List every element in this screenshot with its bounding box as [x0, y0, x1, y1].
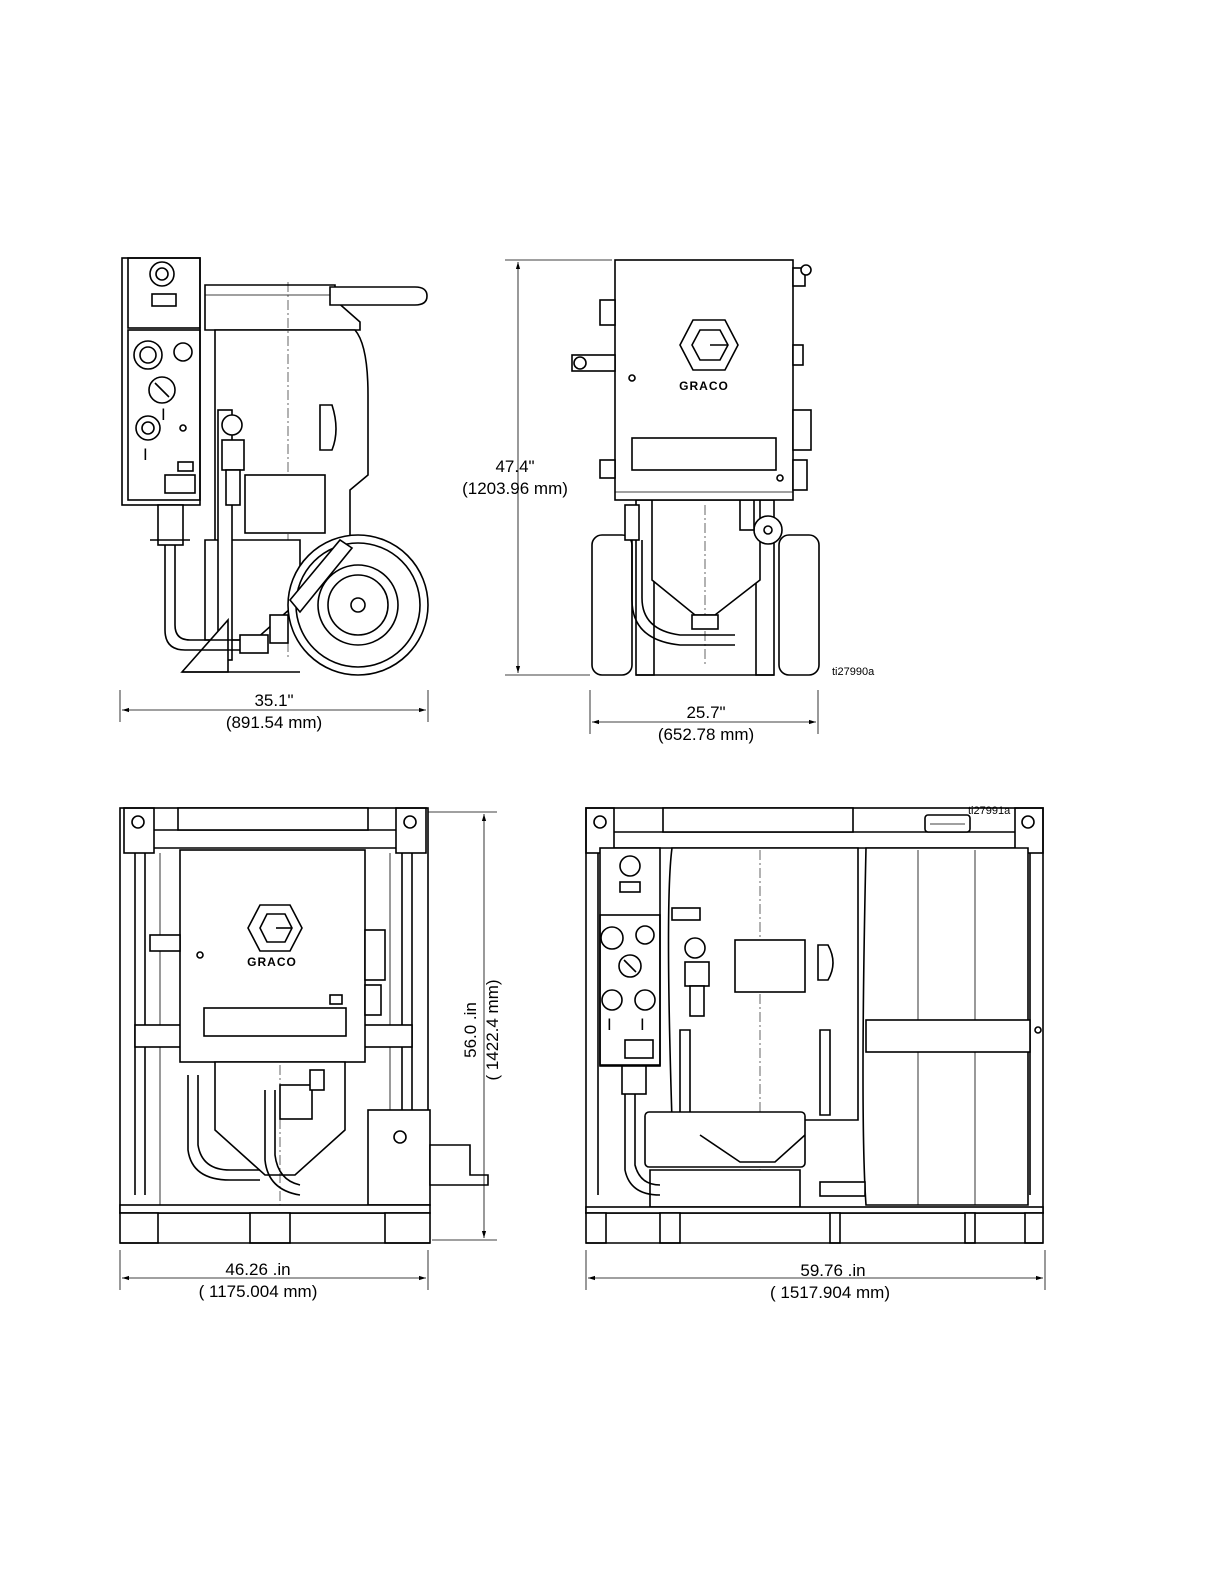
dim-width-in: 25.7" [686, 703, 725, 722]
skid-front-view: GRACO 46.26 .in ( 1175.004 mm) [120, 808, 502, 1301]
cart-side-view: I I 35.1" (891.54 mm) [120, 258, 428, 732]
panel-mark: I [607, 1015, 612, 1034]
logo-text: GRACO [247, 955, 297, 969]
figure-ref: ti27990a [832, 666, 875, 678]
panel-mark: I [161, 405, 166, 424]
dim-width-in: 59.76 .in [800, 1261, 865, 1280]
valve-icon [754, 516, 782, 544]
knob-icon [620, 856, 640, 876]
figure-ref: ti27991a [968, 805, 1011, 817]
dim-width-mm: ( 1517.904 mm) [770, 1283, 890, 1302]
dim-height-in: 56.0 .in [461, 1002, 480, 1058]
gauge-icon [222, 415, 242, 435]
wheel [288, 535, 428, 675]
logo-text: GRACO [679, 379, 729, 393]
panel-mark: I [143, 445, 148, 464]
dim-height-mm: ( 1422.4 mm) [483, 979, 502, 1080]
gauge-icon [685, 938, 705, 958]
dim-width-in: 35.1" [254, 691, 293, 710]
cart-front-view: GRACO 47.4" (1203.96 mm) 25.7" (652.78 m… [462, 260, 875, 744]
dim-width-in: 46.26 .in [225, 1260, 290, 1279]
dim-width-mm: (652.78 mm) [658, 725, 754, 744]
dim-height-mm: (1203.96 mm) [462, 479, 568, 498]
dim-height-in: 47.4" [495, 457, 534, 476]
dim-width-mm: (891.54 mm) [226, 713, 322, 732]
skid-side-view: I I 59.76 .in ( 1517.904 mm) ti27991a [586, 805, 1045, 1302]
knob-icon [150, 262, 174, 286]
panel-mark: I [640, 1015, 645, 1034]
dim-width-mm: ( 1175.004 mm) [199, 1282, 318, 1301]
